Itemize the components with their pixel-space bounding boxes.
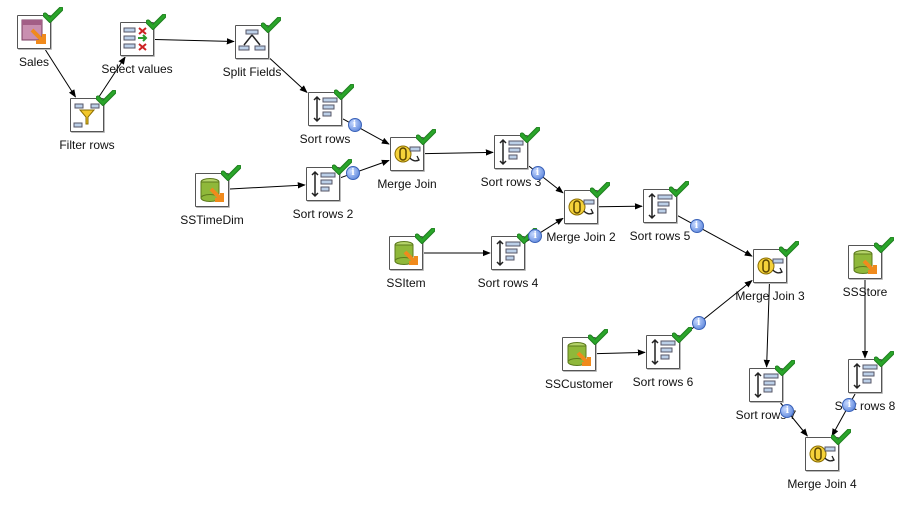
step-label: SSTimeDim: [180, 213, 244, 227]
step-label: Sort rows 3: [480, 175, 542, 189]
checkmark-icon: [415, 128, 437, 146]
sort-rows-icon: [848, 359, 882, 393]
step-timedim[interactable]: [195, 164, 242, 207]
step-sort6[interactable]: [646, 326, 693, 369]
filter-icon: [70, 98, 104, 132]
checkmark-icon: [668, 180, 690, 198]
info-icon[interactable]: i: [347, 118, 362, 133]
step-sort2[interactable]: [306, 158, 353, 201]
step-sort1[interactable]: [308, 83, 355, 126]
step-label: Merge Join 2: [546, 230, 616, 244]
info-icon[interactable]: i: [691, 316, 706, 331]
step-label: SSStore: [842, 285, 888, 299]
database-input-icon: [195, 173, 229, 207]
step-label: Sort rows 5: [629, 229, 691, 243]
step-sales[interactable]: [17, 6, 64, 49]
checkmark-icon: [519, 126, 541, 144]
step-sort5[interactable]: [643, 180, 690, 223]
checkmark-icon: [587, 328, 609, 346]
step-sscust[interactable]: [562, 328, 609, 371]
hop-mj2-to-sort5[interactable]: [598, 203, 643, 210]
merge-join-icon: [564, 190, 598, 224]
step-label: Sort rows 4: [477, 276, 539, 290]
hop-select-to-split[interactable]: [154, 38, 235, 45]
checkmark-icon: [830, 428, 852, 446]
step-label: Split Fields: [222, 65, 282, 79]
checkmark-icon: [671, 326, 693, 344]
sort-rows-icon: [749, 368, 783, 402]
step-sort3[interactable]: [494, 126, 541, 169]
step-mj3[interactable]: [753, 240, 800, 283]
hop-mj3-to-sort7[interactable]: [763, 283, 771, 368]
database-input-icon: [848, 245, 882, 279]
step-sort7[interactable]: [749, 359, 796, 402]
merge-join-icon: [805, 437, 839, 471]
merge-join-icon: [753, 249, 787, 283]
step-label: Filter rows: [59, 138, 115, 152]
step-label: SSCustomer: [544, 377, 614, 391]
checkmark-icon: [145, 13, 167, 31]
step-sort4[interactable]: [491, 227, 538, 270]
step-label: Sort rows 6: [632, 375, 694, 389]
database-input-icon: [389, 236, 423, 270]
checkmark-icon: [774, 359, 796, 377]
checkmark-icon: [414, 227, 436, 245]
step-sort8[interactable]: [848, 350, 895, 393]
sort-rows-icon: [643, 189, 677, 223]
select-values-icon: [120, 22, 154, 56]
checkmark-icon: [873, 350, 895, 368]
step-mj4[interactable]: [805, 428, 852, 471]
checkmark-icon: [42, 6, 64, 24]
step-label: Sort rows 2: [292, 207, 354, 221]
info-icon[interactable]: i: [689, 218, 704, 233]
sort-rows-icon: [491, 236, 525, 270]
step-label: Merge Join 3: [735, 289, 805, 303]
database-input-icon: [562, 337, 596, 371]
checkmark-icon: [589, 181, 611, 199]
step-select[interactable]: [120, 13, 167, 56]
hop-split-to-sort1[interactable]: [269, 58, 308, 94]
checkmark-icon: [95, 89, 117, 107]
step-label: Sales: [18, 55, 50, 69]
checkmark-icon: [220, 164, 242, 182]
checkmark-icon: [778, 240, 800, 258]
hop-filter-to-select[interactable]: [98, 56, 126, 98]
hop-mj1-to-sort3[interactable]: [424, 149, 494, 156]
info-icon[interactable]: i: [842, 397, 857, 412]
step-mj2[interactable]: [564, 181, 611, 224]
info-icon[interactable]: i: [780, 404, 795, 419]
info-icon[interactable]: i: [530, 165, 545, 180]
table-input-icon: [17, 15, 51, 49]
step-mj1[interactable]: [390, 128, 437, 171]
step-split[interactable]: [235, 16, 282, 59]
info-icon[interactable]: i: [346, 166, 360, 181]
info-icon[interactable]: i: [528, 228, 543, 243]
checkmark-icon: [331, 158, 353, 176]
step-label: Merge Join: [377, 177, 437, 191]
hop-timedim-to-sort2[interactable]: [229, 182, 306, 190]
sort-rows-icon: [306, 167, 340, 201]
checkmark-icon: [260, 16, 282, 34]
step-label: SSItem: [386, 276, 426, 290]
step-label: Merge Join 4: [787, 477, 857, 491]
checkmark-icon: [873, 236, 895, 254]
hop-sscust-to-sort6[interactable]: [596, 349, 646, 356]
step-label: Sort rows: [299, 132, 351, 146]
sort-rows-icon: [494, 135, 528, 169]
step-filter[interactable]: [70, 89, 117, 132]
merge-join-icon: [390, 137, 424, 171]
step-label: Select values: [101, 62, 173, 76]
hop-sales-to-filter[interactable]: [45, 49, 76, 98]
checkmark-icon: [333, 83, 355, 101]
step-ssitem[interactable]: [389, 227, 436, 270]
sort-rows-icon: [308, 92, 342, 126]
sort-rows-icon: [646, 335, 680, 369]
split-fields-icon: [235, 25, 269, 59]
step-ssstore[interactable]: [848, 236, 895, 279]
